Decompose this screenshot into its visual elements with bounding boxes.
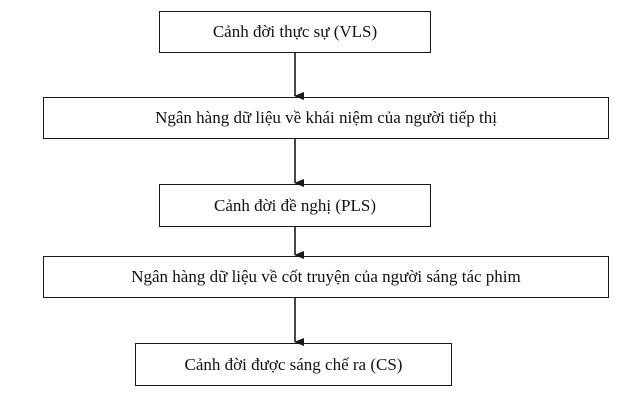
node-marketer-concept-databank: Ngân hàng dữ liệu về khái niệm của người… [43,97,609,139]
node-label: Cảnh đời thực sự (VLS) [212,22,378,41]
node-filmmaker-plot-databank: Ngân hàng dữ liệu về cốt truyện của ngườ… [43,256,609,298]
node-created-scene: Cảnh đời được sáng chế ra (CS) [135,343,452,386]
node-label: Ngân hàng dữ liệu về khái niệm của người… [155,108,497,127]
node-real-life-scene: Cảnh đời thực sự (VLS) [159,11,431,53]
node-label: Cảnh đời đề nghị (PLS) [214,195,376,215]
node-label: Cảnh đời được sáng chế ra (CS) [184,354,403,374]
node-proposed-life-scene: Cảnh đời đề nghị (PLS) [159,184,431,227]
node-label: Ngân hàng dữ liệu về cốt truyện của ngườ… [131,267,521,286]
